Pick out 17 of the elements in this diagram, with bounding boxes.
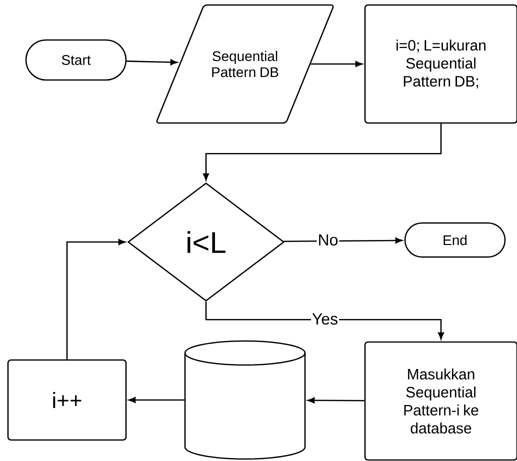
arrow — [128, 397, 184, 403]
arrow — [308, 397, 364, 404]
end-terminal: End — [404, 222, 506, 258]
data-parallelogram: Sequential Pattern DB — [156, 4, 334, 124]
edge-label: No — [316, 233, 340, 247]
process-box: i++ — [7, 359, 127, 441]
arrow — [203, 124, 442, 180]
arrow — [310, 61, 362, 67]
arrow — [284, 237, 402, 244]
database-cylinder — [184, 340, 306, 460]
arrow — [126, 59, 178, 66]
process-box: Masukkan Sequential Pattern-i ke database — [364, 341, 517, 461]
start-terminal: Start — [25, 39, 127, 81]
arrow — [66, 239, 126, 360]
edge-label: Yes — [310, 312, 340, 326]
arrow — [205, 302, 444, 340]
process-box: i=0; L=ukuran Sequential Pattern DB; — [364, 4, 517, 124]
